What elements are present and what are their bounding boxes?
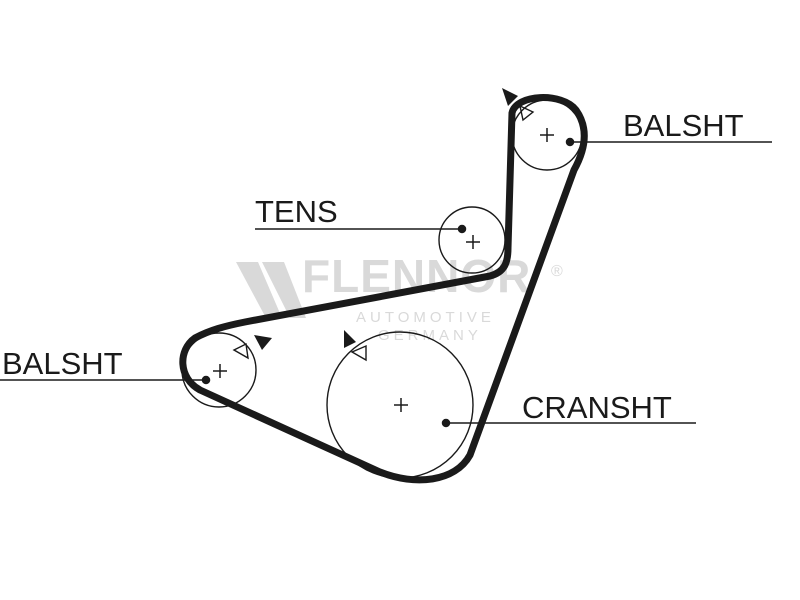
rotation-arrow-icon	[344, 330, 356, 348]
rotation-arrow-icon	[254, 335, 272, 350]
watermark-logo-mark	[236, 262, 282, 318]
center-mark-balshaft-top	[540, 128, 554, 142]
label-cransht: CRANSHT	[522, 390, 672, 425]
watermark-subtitle-1: AUTOMOTIVE	[356, 309, 495, 326]
watermark-registered-mark: ®	[551, 263, 563, 280]
leader-dot	[201, 375, 211, 385]
timing-mark-balshaft-left	[232, 342, 249, 360]
leader-dot	[441, 418, 451, 428]
label-tens: TENS	[255, 194, 338, 229]
timing-mark-balshaft-top	[519, 104, 535, 122]
center-mark-crankshaft	[394, 398, 408, 412]
timing-mark-crankshaft	[350, 344, 367, 362]
label-balsht-top: BALSHT	[623, 108, 744, 143]
center-mark-balshaft-left	[213, 364, 227, 378]
leader-dot	[457, 224, 467, 234]
watermark-logo-mark	[262, 262, 306, 318]
timing-belt	[179, 94, 588, 484]
label-balsht-left: BALSHT	[2, 346, 123, 381]
center-mark-tensioner	[466, 235, 480, 249]
leader-dot	[565, 137, 575, 147]
rotation-arrow-icon	[502, 88, 518, 106]
watermark-subtitle-2: GERMANY	[378, 327, 482, 344]
